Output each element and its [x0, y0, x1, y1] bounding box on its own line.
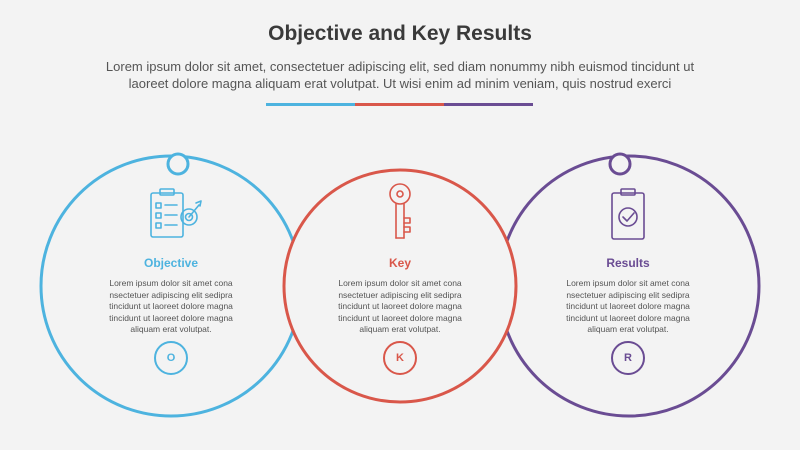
objective-title: Objective — [143, 256, 199, 270]
page-title: Objective and Key Results — [268, 22, 532, 45]
subtitle-line-1: Lorem ipsum dolor sit amet, consectetuer… — [105, 59, 695, 74]
page-subtitle: Lorem ipsum dolor sit amet, consectetuer… — [55, 58, 745, 92]
objective-badge-letter: O — [166, 352, 176, 364]
key-title: Key — [388, 256, 411, 270]
results-title: Results — [606, 256, 650, 270]
divider-segment-purple — [444, 103, 533, 106]
key-description: Lorem ipsum dolor sit amet cona nsectetu… — [338, 278, 462, 334]
subtitle-line-2: laoreet dolore magna aliquam erat volutp… — [128, 76, 672, 91]
divider-segment-red — [355, 103, 444, 106]
clipboard-checklist-target-icon — [150, 188, 202, 238]
results-description: Lorem ipsum dolor sit amet cona nsectetu… — [566, 278, 690, 334]
key-ring — [282, 168, 518, 404]
clipboard-check-icon — [611, 188, 645, 240]
key-badge-ring — [383, 341, 417, 375]
results-badge-ring — [611, 341, 645, 375]
objective-ring-knob — [166, 152, 190, 176]
results-ring-knob — [608, 152, 632, 176]
key-badge-letter: K — [396, 352, 404, 364]
key-icon — [389, 183, 411, 239]
objective-badge-ring — [154, 341, 188, 375]
divider-segment-blue — [266, 103, 355, 106]
objective-description: Lorem ipsum dolor sit amet cona nsectetu… — [109, 278, 233, 334]
results-badge-letter: R — [624, 352, 632, 364]
